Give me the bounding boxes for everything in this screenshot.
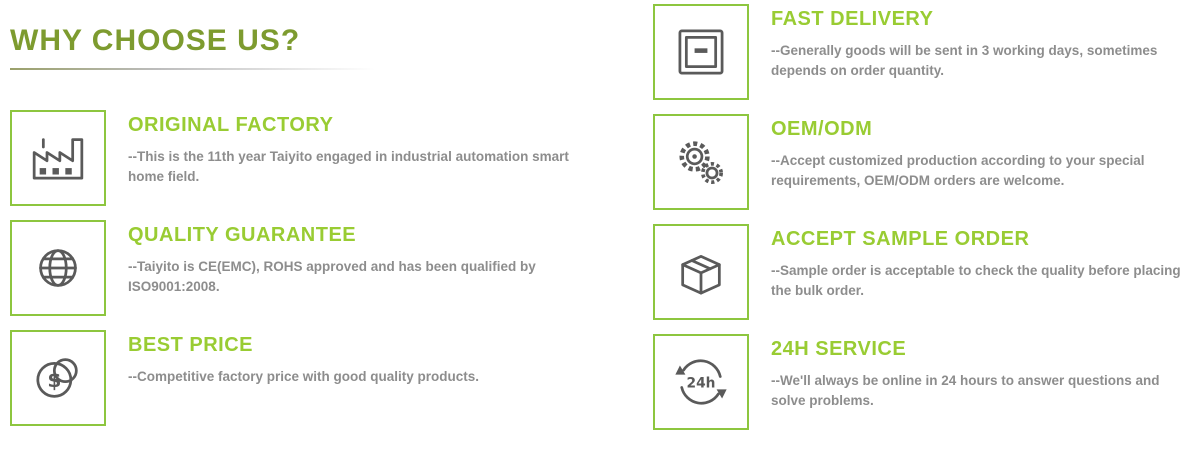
right-column: FAST DELIVERY --Generally goods will be … xyxy=(653,4,1198,444)
title-underline xyxy=(10,68,375,70)
sample-box-icon xyxy=(653,224,749,320)
feature-heading: ORIGINAL FACTORY xyxy=(128,114,334,136)
feature-text: 24H SERVICE --We'll always be online in … xyxy=(771,334,1196,412)
feature-text: ORIGINAL FACTORY --This is the 11th year… xyxy=(128,110,583,188)
feature-text: ACCEPT SAMPLE ORDER --Sample order is ac… xyxy=(771,224,1196,302)
feature-heading: ACCEPT SAMPLE ORDER xyxy=(771,228,1030,250)
feature-heading: 24H SERVICE xyxy=(771,338,907,360)
feature-description: --Accept customized production according… xyxy=(771,153,1145,189)
svg-text:24h: 24h xyxy=(687,376,716,392)
feature-text: FAST DELIVERY --Generally goods will be … xyxy=(771,4,1196,82)
feature-description: --Competitive factory price with good qu… xyxy=(128,369,480,384)
left-column: WHY CHOOSE US? ORIGINAL FACTORY --This i… xyxy=(10,0,600,440)
gears-icon xyxy=(653,114,749,210)
feature-item-best-price: $ BEST PRICE --Competitive factory price… xyxy=(10,330,600,426)
feature-item-24h-service: 24h 24H SERVICE --We'll always be online… xyxy=(653,334,1198,430)
globe-icon xyxy=(10,220,106,316)
feature-heading: FAST DELIVERY xyxy=(771,8,934,30)
service-icon: 24h xyxy=(653,334,749,430)
feature-text: OEM/ODM --Accept customized production a… xyxy=(771,114,1196,192)
feature-heading: QUALITY GUARANTEE xyxy=(128,224,357,246)
factory-icon xyxy=(10,110,106,206)
feature-heading: BEST PRICE xyxy=(128,334,254,356)
feature-description: --Generally goods will be sent in 3 work… xyxy=(771,43,1158,79)
delivery-box-icon xyxy=(653,4,749,100)
feature-item-oem-odm: OEM/ODM --Accept customized production a… xyxy=(653,114,1198,210)
feature-item-quality-guarantee: QUALITY GUARANTEE --Taiyito is CE(EMC), … xyxy=(10,220,600,316)
feature-item-fast-delivery: FAST DELIVERY --Generally goods will be … xyxy=(653,4,1198,100)
feature-description: --Taiyito is CE(EMC), ROHS approved and … xyxy=(128,259,536,295)
svg-text:$: $ xyxy=(47,368,61,392)
feature-item-original-factory: ORIGINAL FACTORY --This is the 11th year… xyxy=(10,110,600,206)
feature-text: QUALITY GUARANTEE --Taiyito is CE(EMC), … xyxy=(128,220,583,298)
feature-item-accept-sample-order: ACCEPT SAMPLE ORDER --Sample order is ac… xyxy=(653,224,1198,320)
page-title: WHY CHOOSE US? xyxy=(10,24,301,57)
feature-heading: OEM/ODM xyxy=(771,118,873,140)
feature-description: --We'll always be online in 24 hours to … xyxy=(771,373,1160,409)
coin-icon: $ xyxy=(10,330,106,426)
feature-description: --Sample order is acceptable to check th… xyxy=(771,263,1181,299)
feature-description: --This is the 11th year Taiyito engaged … xyxy=(128,149,569,185)
feature-text: BEST PRICE --Competitive factory price w… xyxy=(128,330,479,387)
